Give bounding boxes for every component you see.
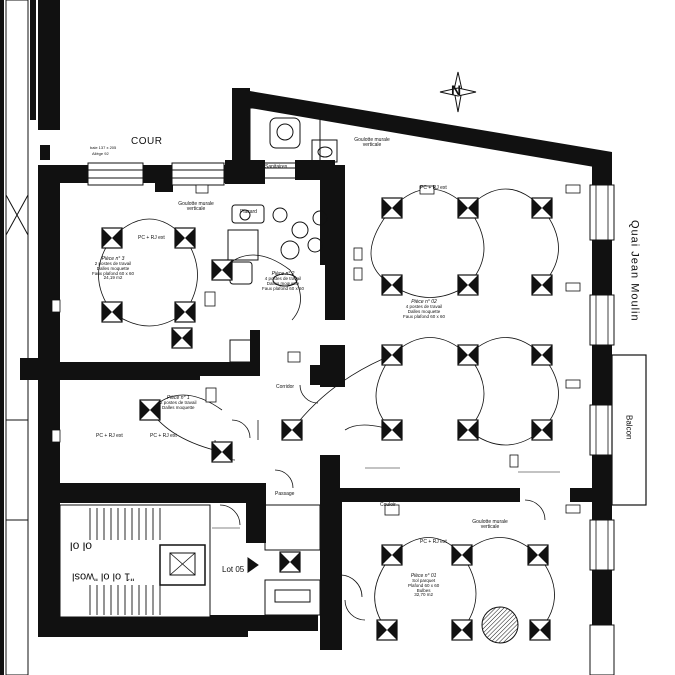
luminaire-icon xyxy=(139,399,161,421)
room-line: 24,19 m2 xyxy=(103,275,123,281)
luminaire-icon xyxy=(457,197,479,219)
balcony xyxy=(611,354,647,506)
room-line: Faux plafond 60 x 60 xyxy=(403,313,446,319)
street-label: Quai Jean Moulin xyxy=(628,220,641,322)
room-line: 32,70 m2 xyxy=(414,592,434,598)
luminaire-icon xyxy=(381,544,403,566)
electrical-markers xyxy=(51,184,581,516)
stair-text-1: ol ol xyxy=(70,539,93,554)
interior-walls xyxy=(20,160,612,650)
luminaire-icon xyxy=(451,544,473,566)
room-name: Pièce n° 02 xyxy=(411,299,437,305)
annotation-couloir: Couloir xyxy=(380,502,396,508)
lot-area xyxy=(247,504,321,616)
room-line: 4 postes de travail xyxy=(264,276,302,282)
room-line: 4 postes de travail xyxy=(405,304,443,310)
room-name: Pièce n° 1 xyxy=(166,395,190,401)
north-arrow xyxy=(439,71,477,113)
room-line: Faux plafond 60 x 60 xyxy=(262,285,305,291)
room-label-1: Pièce n° 1 2 postes de travail Dalles mo… xyxy=(160,395,197,411)
luminaire-icon xyxy=(174,301,196,323)
stair-text-2: "1 ol ol "wosl xyxy=(72,570,135,583)
right-windows xyxy=(589,184,615,675)
luminaire-icon xyxy=(174,227,196,249)
annotation-passage: Passage xyxy=(275,491,295,497)
balcony-label: Balcon xyxy=(624,415,634,440)
luminaire-icon xyxy=(211,441,233,463)
luminaire-icon xyxy=(381,344,403,366)
annotation-pc: PC + RJ ext xyxy=(420,539,447,545)
courtyard-windows xyxy=(87,162,225,186)
luminaire-icon xyxy=(531,197,553,219)
room-line: Plafond 60 x 60 xyxy=(408,582,440,588)
annotation-pc: PC + RJ ext xyxy=(150,433,177,439)
room-name: Pièce n° 3 xyxy=(101,256,125,262)
north-letter: N xyxy=(451,82,462,98)
annotation-pc: PC + RJ ext xyxy=(420,185,447,191)
annotation-goulotte: Goulotte murale verticale xyxy=(178,201,214,213)
annotation-window: baie 137 x 205 xyxy=(90,145,117,150)
room-label-3: Pièce n° 3 2 postes de travail Dalles mo… xyxy=(92,256,135,281)
luminaire-icon xyxy=(101,227,123,249)
luminaire-icon xyxy=(101,301,123,323)
room-label-01: Pièce n° 01 Sol parquet Plafond 60 x 60 … xyxy=(408,573,440,598)
room-line: Sol parquet xyxy=(412,578,436,584)
room-line: Dalles moquette xyxy=(407,308,441,314)
luminaire-icon xyxy=(457,344,479,366)
luminaire-icon xyxy=(376,619,398,641)
hatched-column xyxy=(481,606,519,644)
left-strip xyxy=(5,0,29,675)
luminaire-icon xyxy=(381,419,403,441)
annotation-goulotte: Goulotte murale verticale xyxy=(354,137,390,149)
room-name: Pièce n° 2 xyxy=(271,271,295,277)
luminaire-icon xyxy=(171,327,193,349)
luminaire-icon xyxy=(531,419,553,441)
luminaire-icon xyxy=(381,197,403,219)
luminaire-icon xyxy=(281,419,303,441)
annotation-placard: Placard xyxy=(240,209,257,215)
staircase xyxy=(59,504,211,618)
annotation-pc: PC + RJ ext xyxy=(138,235,165,241)
luminaire-icon xyxy=(381,274,403,296)
luminaire-icon xyxy=(211,259,233,281)
luminaire-icon xyxy=(527,544,549,566)
luminaire-icon xyxy=(529,619,551,641)
luminaire-icon xyxy=(531,344,553,366)
room-name: Pièce n° 01 xyxy=(410,573,437,579)
lot-label: Lot 05 xyxy=(222,565,245,574)
room-line: 2 postes de travail xyxy=(94,261,132,267)
luminaire-icon xyxy=(451,619,473,641)
room-line: Dalles moquette xyxy=(266,280,300,286)
annotation-sanitaires: Sanitaires xyxy=(265,164,288,170)
room-line: Bulbes xyxy=(416,587,431,593)
room-label-02: Pièce n° 02 4 postes de travail Dalles m… xyxy=(403,299,446,319)
annotation-pc: PC + RJ ext xyxy=(96,433,123,439)
annotation-corridor: Corridor xyxy=(276,384,295,390)
luminaire-icon xyxy=(457,419,479,441)
annotation-allege: Allège 92 xyxy=(92,151,109,156)
room-line: 2 postes de travail xyxy=(160,400,197,406)
luminaire-icon xyxy=(457,274,479,296)
courtyard-label: COUR xyxy=(131,136,163,147)
luminaire-icon xyxy=(531,274,553,296)
luminaire-icon xyxy=(279,551,301,573)
annotation-goulotte: Goulotte murale verticale xyxy=(472,519,508,531)
room-line: Dalles moquette xyxy=(162,404,195,410)
room-line: Faux plafond 60 x 60 xyxy=(92,270,135,276)
room-label-2: Pièce n° 2 4 postes de travail Dalles mo… xyxy=(262,271,305,291)
room-line: Dalles moquette xyxy=(96,265,130,271)
sanitaires-area xyxy=(249,107,338,179)
